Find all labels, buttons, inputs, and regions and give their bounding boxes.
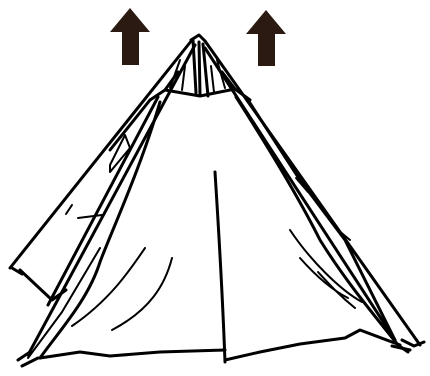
right-arrow-shape	[246, 10, 286, 66]
fabric-folds	[72, 230, 362, 330]
left-up-arrow-icon	[110, 8, 150, 65]
left-arrow-shape	[110, 8, 150, 65]
tent-body	[28, 97, 400, 362]
right-up-arrow-icon	[246, 10, 286, 66]
right-frame	[205, 41, 424, 352]
tent-apex	[150, 35, 250, 100]
